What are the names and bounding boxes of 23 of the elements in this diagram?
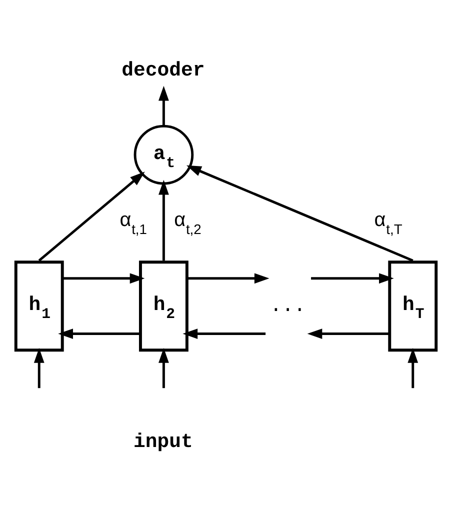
edge-label: α$_{t,2}$ [174, 208, 202, 236]
arrow [38, 171, 145, 262]
arrow [158, 85, 169, 126]
node-text: ... [270, 294, 306, 317]
arrow [62, 272, 145, 284]
node-box: h$_{T}$ [388, 260, 438, 352]
arrow [182, 328, 266, 338]
label: input [134, 430, 193, 453]
arrow [158, 179, 169, 260]
node-circle: a$_{t}$ [134, 124, 194, 184]
arrow [186, 164, 414, 262]
arrow [311, 272, 394, 284]
arrow [408, 348, 418, 388]
arrow [307, 328, 390, 338]
arrow [158, 348, 169, 388]
arrow [186, 272, 270, 284]
arrow [58, 328, 141, 338]
node-box: h$_{2}$ [139, 260, 188, 352]
edge-label: α$_{t,1}$ [120, 208, 147, 236]
node-text: decoder [122, 59, 205, 82]
node-box: h$_{1}$ [14, 260, 64, 352]
arrow [34, 348, 44, 388]
edge-label: α$_{t,T}$ [374, 208, 402, 236]
